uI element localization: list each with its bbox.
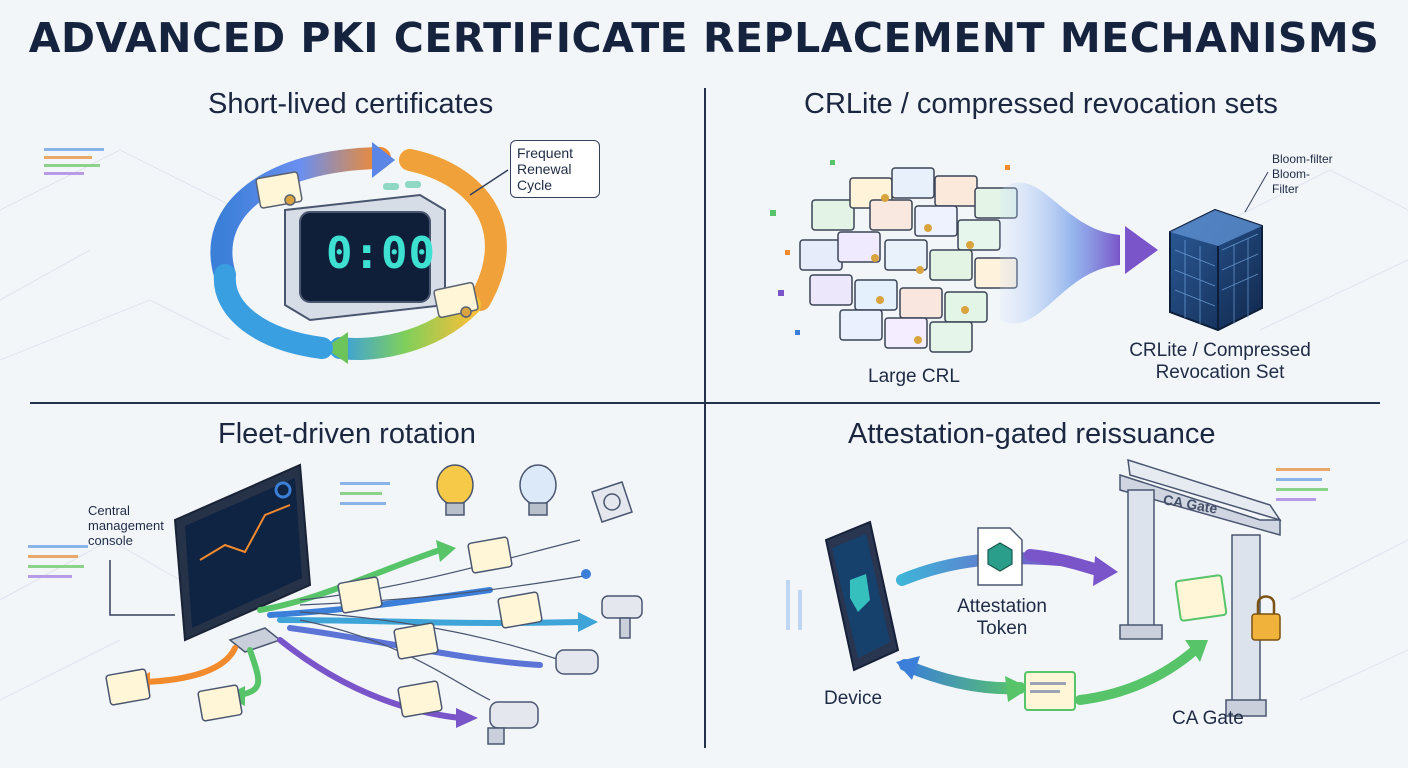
confetti-dots-q2 [770,160,1010,335]
code-snippets-q4 [786,468,1330,630]
device-label: Device [824,688,883,709]
bloom-label-line-3: Filter [1272,182,1299,196]
compressed-label-line-2: Revocation Set [1155,362,1285,383]
horizontal-divider [30,402,1380,404]
loop-arrowhead-bottom [325,332,348,364]
console-label: Central management console [88,503,164,548]
compressed-label-line-1: CRLite / Compressed [1129,340,1311,361]
page-title: ADVANCED PKI CERTIFICATE REPLACEMENT MEC… [28,14,1380,62]
token-label-line-2: Token [976,618,1028,639]
background-grid [0,149,1408,701]
console-label-line-3: console [88,533,133,548]
console-leader [109,560,175,616]
smartphone-device [824,520,900,672]
heading-crlite: CRLite / compressed revocation sets [804,88,1278,120]
heading-fleet: Fleet-driven rotation [218,418,476,450]
vertical-divider [704,88,706,748]
bloom-label-line-1: Bloom-filter [1272,152,1333,166]
renewal-callout: Frequent Renewal Cycle [510,140,600,198]
renewal-loop [210,142,507,364]
heading-attestation: Attestation-gated reissuance [848,418,1216,450]
ca-gate-label: CA Gate [1172,708,1244,729]
bloom-filter-cube [1169,208,1263,332]
digital-clock [284,181,446,322]
certificate-icons-q1 [255,171,479,319]
code-snippets-q3 [28,482,390,578]
management-monitor [173,463,312,653]
fleet-wires [299,539,591,701]
console-label-line-1: Central [88,503,130,518]
large-crl-label: Large CRL [868,366,960,387]
bloom-leader [1244,171,1269,213]
reissued-certificate [1024,671,1076,711]
compression-arrowhead [1125,226,1158,274]
attestation-token-label: Attestation Token [942,596,1062,640]
compression-funnel [1000,182,1120,324]
attestation-token [977,527,1023,586]
fleet-certificates [105,536,543,722]
data-dots-q1 [44,148,104,175]
large-crl-stack [799,167,1018,353]
ca-gate [1119,458,1282,717]
token-label-line-1: Attestation [957,596,1047,617]
bloom-filter-label: Bloom-filter Bloom- Filter [1272,152,1333,197]
attestation-arrows [896,549,1208,705]
iot-devices [436,464,643,745]
crl-seals [871,194,974,344]
clock-display: 0:00 [326,228,436,279]
compressed-set-label: CRLite / Compressed Revocation Set [1110,340,1330,384]
loop-arrowhead-top [372,142,395,178]
fleet-arrows [142,547,583,721]
heading-short-lived: Short-lived certificates [208,88,494,120]
callout-leader [469,169,509,196]
console-label-line-2: management [88,518,164,533]
bloom-label-line-2: Bloom- [1272,167,1311,181]
